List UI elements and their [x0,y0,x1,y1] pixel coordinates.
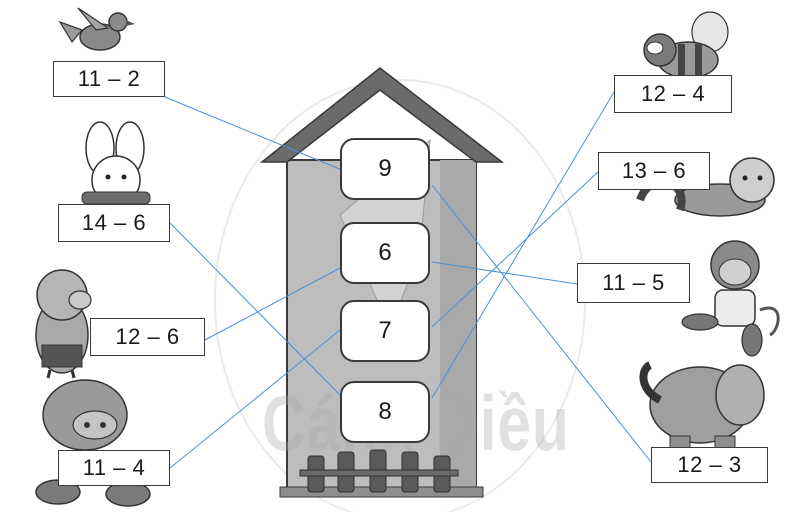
expression-rabbit: 14 – 6 [58,204,170,242]
house-number-6: 6 [340,222,430,284]
expression-cow: 11 – 4 [58,450,170,486]
match-line-rabbit [169,222,341,396]
match-line-bee [431,91,615,399]
monkey-icon [681,240,780,357]
match-line-pig [204,267,341,341]
house-number-9: 9 [340,138,430,200]
cow-icon [35,379,151,507]
match-line-cat [431,171,599,328]
cat-icon [636,157,775,217]
house-shade [440,160,476,495]
bird-icon [58,7,135,51]
house-number-7: 7 [340,300,430,362]
match-line-monkey [431,261,578,285]
expression-elephant: 12 – 3 [651,447,768,483]
match-line-cow [169,329,341,469]
fence [299,449,459,493]
match-line-bird [164,96,343,171]
expression-pig: 12 – 6 [90,318,205,356]
house-roof [259,67,505,163]
matching-lines [164,91,652,469]
house-number-8: 8 [340,381,430,443]
match-line-elephant [431,184,652,463]
expression-monkey: 11 – 5 [577,263,690,303]
expression-bird: 11 – 2 [53,61,165,97]
expression-cat: 13 – 6 [598,152,710,190]
elephant-icon [639,361,765,455]
expression-bee: 12 – 4 [614,75,732,113]
bee-icon [643,11,729,79]
rabbit-icon [81,121,151,205]
pig-icon [35,269,92,379]
